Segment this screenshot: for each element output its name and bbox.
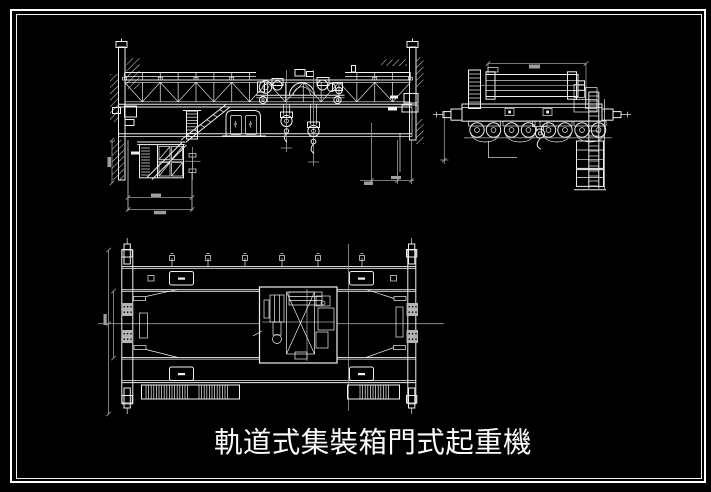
center-hook: [532, 120, 548, 150]
walkway-grating: [141, 384, 400, 400]
rail-section-symbol: [185, 147, 201, 180]
wall-hatch: [381, 59, 407, 66]
splice-pad: [121, 303, 133, 316]
leader-line: [488, 141, 517, 159]
front-elevation-view: [107, 38, 424, 215]
splice-pad-bolts: [123, 306, 417, 340]
lightning-icon: [233, 120, 238, 128]
girder-platforms: [147, 271, 397, 381]
lightning-icon: [248, 120, 253, 128]
elevation-dimensions: [107, 123, 414, 215]
left-leg: [110, 38, 140, 181]
right-leg: [381, 38, 424, 172]
wall-hatch: [415, 119, 424, 144]
operator-cabin: [222, 110, 266, 137]
splice-pad: [406, 330, 418, 343]
girder-stiffener-stubs: [169, 253, 365, 267]
crab-frame: [461, 103, 603, 122]
hoist-trolley: [256, 69, 345, 105]
hook-blocks: [280, 70, 320, 166]
machinery-house: [127, 140, 193, 211]
end-carriage-right: [123, 238, 418, 414]
wall-hatch: [112, 140, 124, 180]
splice-pad: [406, 303, 418, 316]
wall-hatch: [126, 58, 140, 89]
trolley-plan: [252, 286, 338, 364]
truss-girder: [118, 65, 413, 137]
drawing-frame: [10, 9, 706, 483]
crab-wheels: [464, 120, 612, 143]
wall-hatch: [415, 57, 424, 87]
wall-hatch: [110, 74, 118, 122]
splice-pad: [121, 330, 133, 343]
plan-dimensions: [103, 247, 117, 417]
drawing-title: 軌道式集裝箱門式起重機: [214, 427, 532, 459]
side-view: [433, 61, 631, 191]
buffer-left: [433, 108, 463, 121]
plan-view: [98, 238, 444, 417]
crab-drum: [468, 67, 598, 113]
buffer-right: [601, 108, 631, 121]
end-carriage-left: [121, 238, 179, 414]
end-ladder: [574, 91, 606, 191]
truss-web-members: [122, 72, 413, 103]
